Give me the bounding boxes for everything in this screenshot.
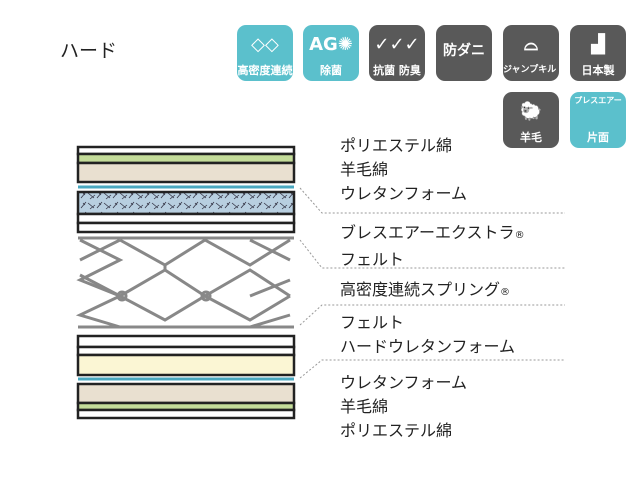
label-polyester: ポリエステル綿	[340, 421, 453, 440]
label-felt: フェルト	[340, 250, 405, 269]
leader-lines	[299, 187, 565, 379]
registered-mark: ®	[500, 287, 511, 298]
label-breathair-layers: ブレスエアーエクストラ® フェルト	[340, 221, 525, 272]
label-wool: 羊毛綿	[340, 397, 389, 416]
label-spring: 高密度連続スプリング	[340, 280, 501, 299]
label-wool: 羊毛綿	[340, 160, 389, 179]
check-icon: ✓✓✓	[374, 33, 420, 55]
jump-quilt-badge: ⌓ジャンプキルト	[503, 25, 559, 81]
registered-mark: ®	[514, 230, 525, 241]
mesh-icon: プレスエアー	[574, 96, 622, 105]
ag-icon: AG✺	[309, 33, 353, 55]
made-in-japan-badge: ▟日本製	[570, 25, 626, 81]
label-urethane: ウレタンフォーム	[340, 373, 468, 392]
page-title: ハード	[60, 40, 118, 62]
label-polyester: ポリエステル綿	[340, 136, 453, 155]
layer-hard-urethane	[76, 353, 296, 377]
quilt-icon: ⌓	[523, 33, 539, 55]
layer-felt-3	[76, 334, 296, 349]
layer-urethane-top	[76, 161, 296, 184]
label-felt: フェルト	[340, 313, 405, 332]
layer-wool-top	[76, 152, 296, 165]
layer-polyester-bottom	[76, 408, 296, 420]
layer-felt-1	[76, 212, 296, 225]
wool-badge: 🐑羊毛	[503, 92, 559, 148]
anti-mite-badge: 防ダニ	[436, 25, 492, 81]
breathair-one-side-badge: プレスエアー片面	[570, 92, 626, 148]
mite-icon: 防ダニ	[443, 43, 485, 59]
factory-icon: ▟	[591, 33, 605, 55]
antibacterial-ag-badge: AG✺除菌	[303, 25, 359, 81]
antibacterial-deodorant-badge: ✓✓✓抗菌 防臭	[369, 25, 425, 81]
label-top-layers: ポリエステル綿 羊毛綿 ウレタンフォーム	[340, 134, 467, 206]
label-hard-layers: フェルト ハードウレタンフォーム	[340, 311, 515, 359]
layer-breathair	[76, 190, 296, 216]
label-spring-layer: 高密度連続スプリング®	[340, 278, 510, 305]
sheep-icon: 🐑	[519, 100, 543, 122]
spring-coils	[75, 236, 294, 329]
high-density-badge: ◇◇高密度連続	[237, 25, 293, 81]
label-breathair: ブレスエアーエクストラ	[340, 223, 515, 242]
diamond-icon: ◇◇	[251, 33, 279, 55]
label-hard-urethane: ハードウレタンフォーム	[340, 337, 516, 356]
layer-felt-2	[76, 221, 296, 234]
layer-urethane-bottom	[76, 382, 296, 405]
label-urethane: ウレタンフォーム	[340, 184, 468, 203]
label-bottom-layers: ウレタンフォーム 羊毛綿 ポリエステル綿	[340, 371, 467, 443]
